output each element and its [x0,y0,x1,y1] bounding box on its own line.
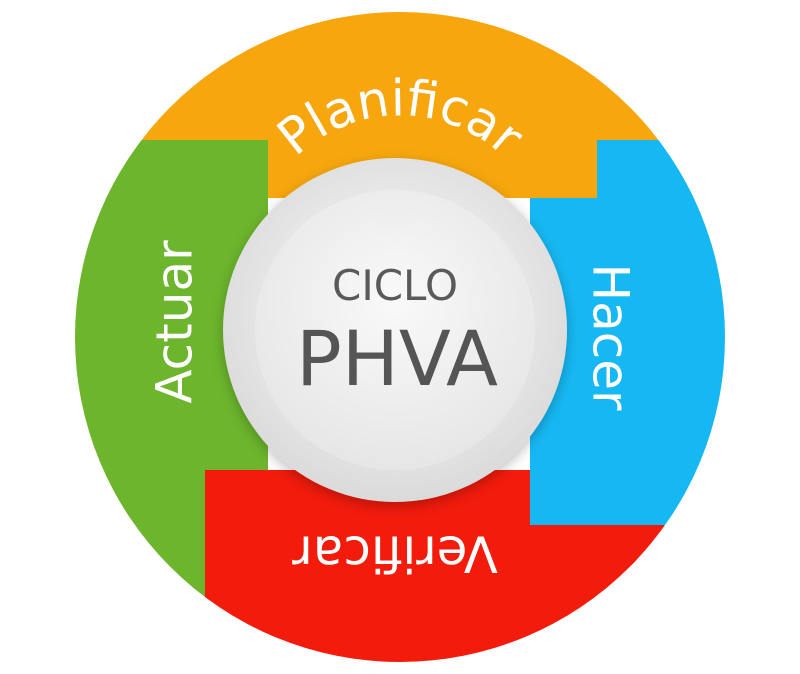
center-title-ciclo: CICLO [332,261,458,310]
hub-inner-disc [255,190,535,470]
label-verificar: Verificar [292,525,498,583]
label-hacer: Hacer [582,263,640,410]
center-title-phva: PHVA [296,314,498,403]
label-actuar: Actuar [146,240,204,404]
segment-hacer [530,140,725,525]
